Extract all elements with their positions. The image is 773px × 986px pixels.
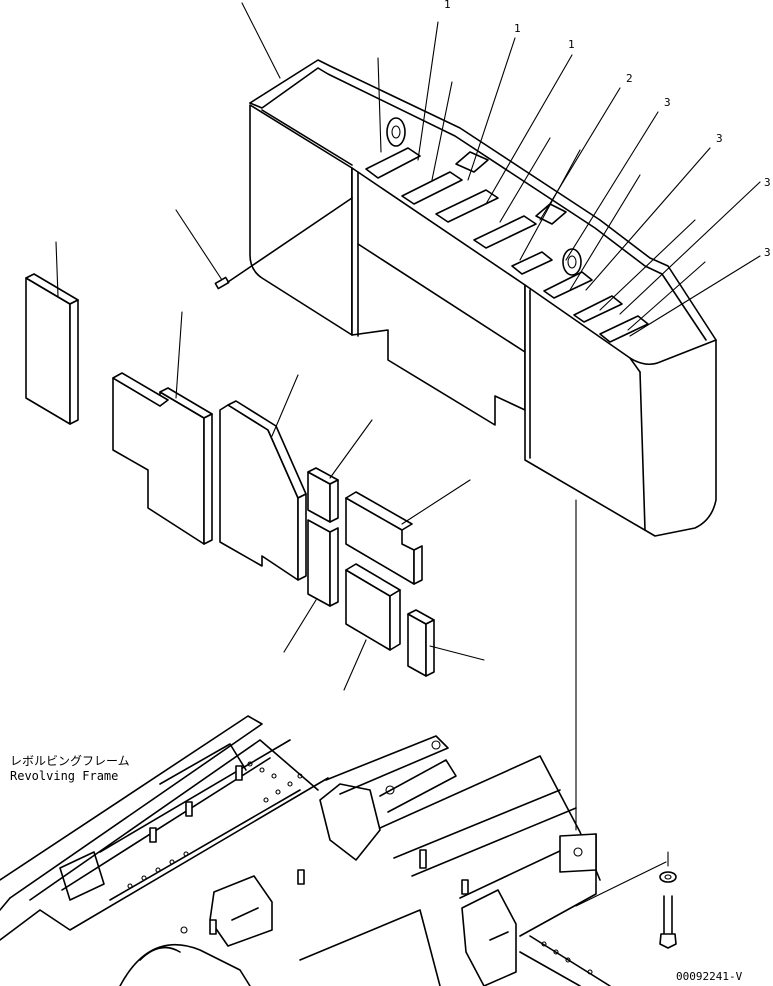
svg-text:3: 3 (764, 176, 771, 189)
frame-pins (149, 765, 469, 935)
frame-holes (127, 761, 593, 975)
svg-text:1: 1 (444, 0, 451, 11)
small-blocks (283, 419, 485, 691)
svg-text:2: 2 (626, 72, 633, 85)
plate-angled (219, 374, 307, 581)
counterweight-assembly (249, 59, 717, 537)
plate-notched (112, 311, 213, 545)
drawing-number: 00092241-V (676, 970, 743, 983)
lifting-eyes (386, 117, 582, 276)
frame-label: レボルビングフレーム Revolving Frame (10, 754, 130, 783)
svg-text:3: 3 (664, 96, 671, 109)
svg-text:3: 3 (764, 246, 771, 259)
leader-bolt (575, 861, 667, 907)
bolt-left (175, 197, 353, 290)
frame-label-english: Revolving Frame (10, 769, 118, 783)
revolving-frame (0, 715, 611, 986)
leader-lines-top (241, 2, 761, 337)
caps (455, 151, 567, 225)
svg-text:1: 1 (514, 22, 521, 35)
svg-text:3: 3 (716, 132, 723, 145)
top-pads (365, 147, 649, 343)
plate-tall-left (25, 241, 79, 425)
svg-text:1: 1 (568, 38, 575, 51)
washer-and-bolt (659, 871, 677, 949)
frame-label-japanese: レボルビングフレーム (10, 754, 130, 768)
callout-index-marks: 1 1 1 2 3 3 3 3 (444, 0, 771, 259)
